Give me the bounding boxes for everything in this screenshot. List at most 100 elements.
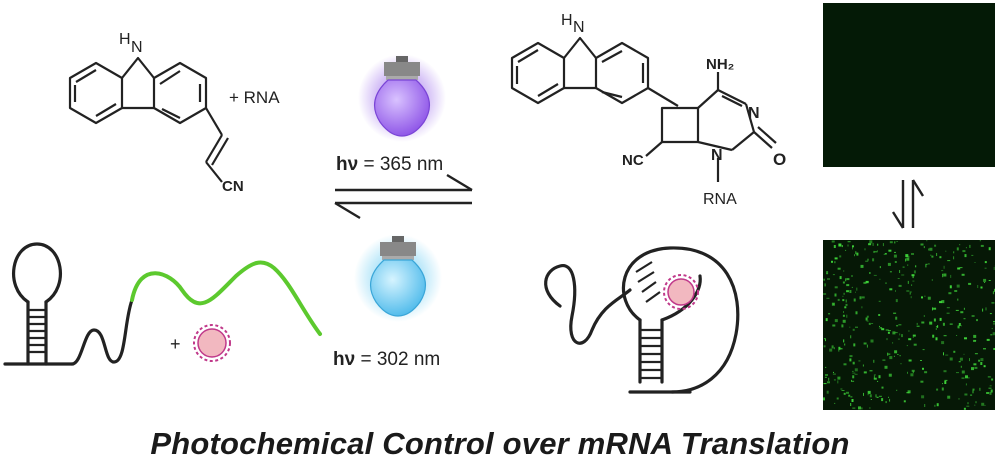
- cell-dot: [872, 242, 874, 246]
- cell-dot: [909, 291, 912, 293]
- cell-dot: [939, 256, 942, 259]
- cell-dot: [984, 282, 986, 283]
- cell-dot: [946, 312, 950, 314]
- cell-dot: [921, 395, 925, 399]
- cell-dot: [850, 396, 853, 398]
- cell-dot: [841, 324, 844, 328]
- cell-dot: [988, 247, 991, 251]
- cell-dot: [850, 335, 852, 339]
- cell-dot: [833, 303, 834, 305]
- cell-dot: [887, 331, 890, 334]
- cell-dot: [878, 375, 881, 379]
- cell-dot: [921, 321, 925, 324]
- cell-dot: [933, 307, 937, 310]
- cell-dot: [945, 354, 949, 356]
- cell-dot: [916, 322, 918, 325]
- cell-dot: [834, 293, 837, 297]
- cell-dot: [942, 322, 945, 326]
- cell-dot: [924, 295, 926, 297]
- cell-dot: [936, 253, 938, 256]
- cell-dot: [869, 394, 872, 398]
- cell-dot: [823, 383, 827, 385]
- cell-dot: [848, 394, 851, 397]
- cell-dot: [839, 348, 843, 350]
- cell-dot: [894, 251, 896, 253]
- cell-dot: [846, 314, 848, 318]
- cell-dot: [843, 392, 846, 395]
- cell-dot: [896, 389, 898, 391]
- cell-dot: [833, 347, 835, 350]
- cell-dot: [896, 325, 899, 327]
- cell-dot: [866, 320, 869, 322]
- cell-dot: [991, 378, 994, 381]
- cell-dot: [852, 362, 855, 365]
- cell-dot: [962, 250, 966, 253]
- cell-dot: [980, 358, 984, 362]
- cell-dot: [870, 399, 872, 400]
- carbonyl-o-label: O: [773, 150, 786, 169]
- cell-dot: [825, 339, 826, 342]
- cell-dot: [893, 355, 895, 357]
- cell-dot: [867, 390, 871, 394]
- reverse-hv: hν: [333, 349, 355, 370]
- cell-dot: [834, 402, 836, 404]
- cell-dot: [863, 392, 864, 396]
- cell-dot: [836, 397, 839, 400]
- cell-dot: [829, 348, 833, 352]
- cell-dot: [920, 243, 924, 246]
- cell-dot: [958, 323, 961, 326]
- cell-dot: [863, 281, 867, 284]
- cell-dot: [931, 279, 933, 281]
- cell-dot: [964, 337, 967, 340]
- cell-dot: [869, 370, 873, 372]
- cell-dot: [992, 291, 994, 295]
- cell-dot: [892, 331, 896, 335]
- cell-dot: [957, 267, 961, 270]
- cell-dot: [823, 345, 826, 348]
- cell-dot: [899, 270, 901, 273]
- cell-dot: [901, 334, 903, 338]
- cell-dot: [846, 284, 850, 287]
- cell-dot: [878, 395, 882, 397]
- cell-dot: [846, 391, 849, 394]
- cell-dot: [828, 377, 830, 381]
- cell-dot: [852, 245, 854, 248]
- cell-dot: [910, 296, 912, 299]
- cell-dot: [961, 325, 962, 327]
- cell-dot: [943, 370, 947, 373]
- cell-dot: [895, 299, 898, 303]
- cell-dot: [911, 284, 913, 286]
- cell-dot: [841, 245, 843, 248]
- cell-dot: [876, 250, 878, 252]
- cell-dot: [894, 350, 898, 354]
- cell-dot: [972, 388, 975, 391]
- cell-dot: [846, 278, 850, 281]
- cell-dot: [980, 244, 984, 247]
- cell-dot: [866, 315, 869, 318]
- cell-dot: [833, 245, 836, 248]
- cell-dot: [926, 240, 928, 242]
- cell-dot: [943, 273, 947, 277]
- cell-dot: [907, 371, 908, 374]
- cell-dot: [986, 392, 990, 394]
- cell-dot: [825, 374, 828, 376]
- cell-dot: [946, 307, 950, 309]
- cell-dot: [988, 280, 991, 281]
- cell-dot: [847, 241, 851, 243]
- cell-dot: [873, 375, 875, 379]
- cell-dot: [849, 355, 853, 358]
- cell-dot: [970, 394, 973, 396]
- cell-dot: [971, 367, 974, 371]
- cell-dot: [837, 267, 841, 270]
- cell-dot: [939, 317, 942, 321]
- cell-dot: [928, 248, 930, 251]
- cell-dot: [883, 253, 887, 255]
- cell-dot: [902, 266, 905, 268]
- cell-dot: [905, 258, 907, 262]
- cell-dot: [941, 270, 944, 272]
- forward-hv: hν: [336, 154, 358, 175]
- cell-dot: [907, 280, 909, 284]
- cell-dot: [853, 298, 856, 302]
- cell-dot: [877, 380, 879, 382]
- cell-dot: [865, 317, 868, 321]
